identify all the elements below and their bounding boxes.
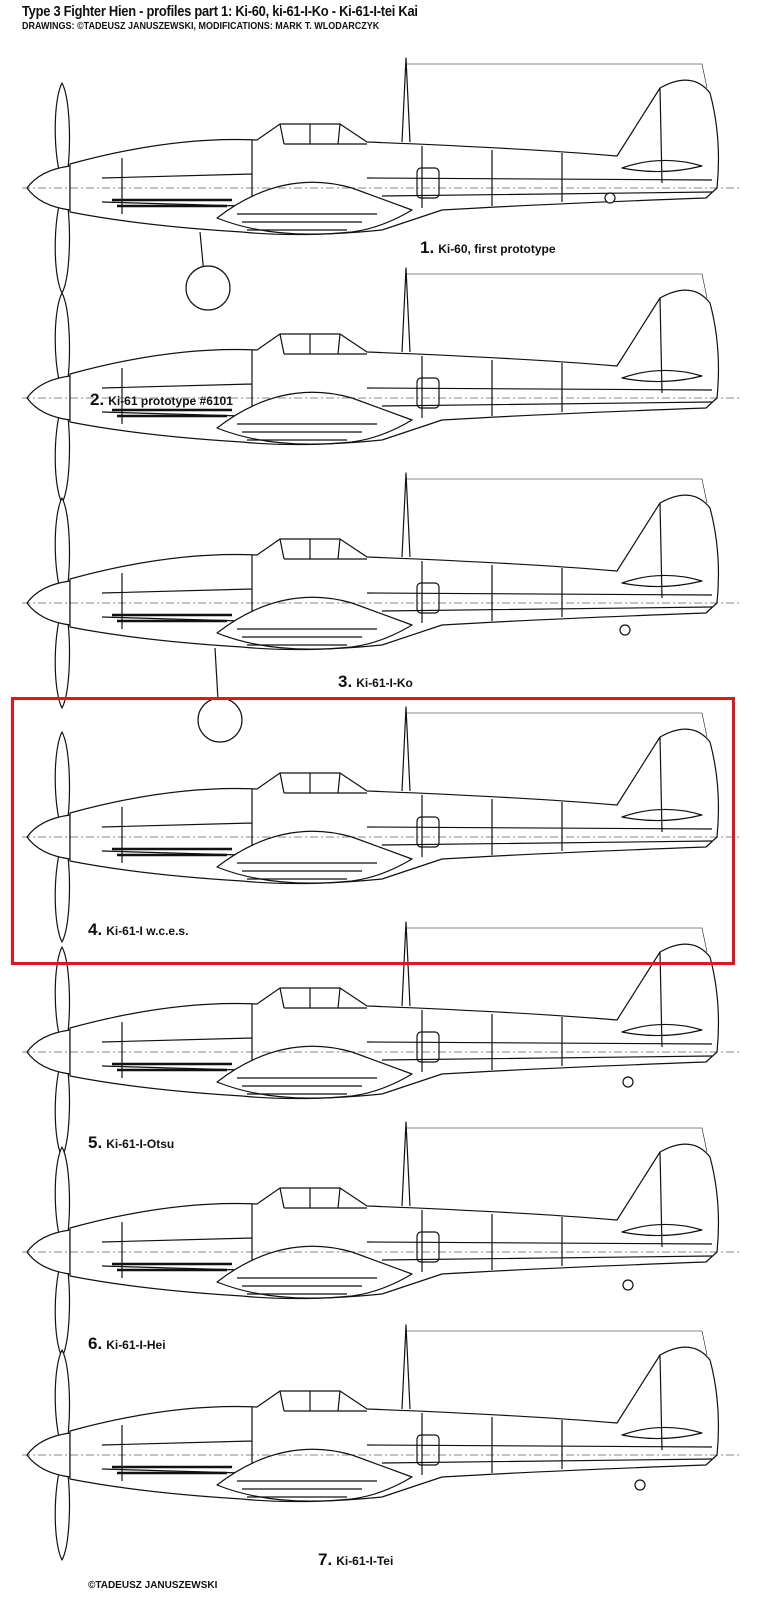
footer-credit: ©TADEUSZ JANUSZEWSKI — [88, 1580, 218, 1591]
caption-label: Ki-61-I-Tei — [336, 1554, 394, 1568]
profile-caption-1: 1.Ki-60, first prototype — [420, 238, 556, 258]
profile-caption-2: 2.Ki-61 prototype #6101 — [90, 390, 233, 410]
highlight-box — [11, 697, 735, 965]
caption-label: Ki-60, first prototype — [438, 242, 556, 256]
caption-label: Ki-61 prototype #6101 — [108, 394, 233, 408]
aircraft-profile-2 — [20, 266, 744, 505]
landing-gear — [185, 192, 646, 1491]
profile-caption-5: 5.Ki-61-I-Otsu — [88, 1133, 174, 1153]
aircraft-profile-7 — [20, 1323, 744, 1562]
caption-number: 1. — [420, 238, 435, 257]
page-title: Type 3 Fighter Hien - profiles part 1: K… — [22, 3, 418, 20]
aircraft-profile-1 — [20, 56, 744, 295]
caption-label: Ki-61-I w.c.e.s. — [106, 924, 189, 938]
profile-caption-3: 3.Ki-61-I-Ko — [338, 672, 413, 692]
profile-caption-7: 7.Ki-61-I-Tei — [318, 1550, 393, 1570]
caption-number: 5. — [88, 1133, 103, 1152]
profile-caption-4: 4.Ki-61-I w.c.e.s. — [88, 920, 188, 940]
caption-number: 3. — [338, 672, 353, 691]
caption-number: 6. — [88, 1334, 103, 1353]
caption-label: Ki-61-I-Ko — [356, 676, 413, 690]
credits: DRAWINGS: ©TADEUSZ JANUSZEWSKI, MODIFICA… — [22, 21, 380, 32]
caption-label: Ki-61-I-Hei — [106, 1338, 166, 1352]
caption-label: Ki-61-I-Otsu — [106, 1137, 175, 1151]
profile-caption-6: 6.Ki-61-I-Hei — [88, 1334, 166, 1354]
caption-number: 2. — [90, 390, 105, 409]
caption-number: 7. — [318, 1550, 333, 1569]
aircraft-profile-6 — [20, 1120, 744, 1359]
caption-number: 4. — [88, 920, 103, 939]
